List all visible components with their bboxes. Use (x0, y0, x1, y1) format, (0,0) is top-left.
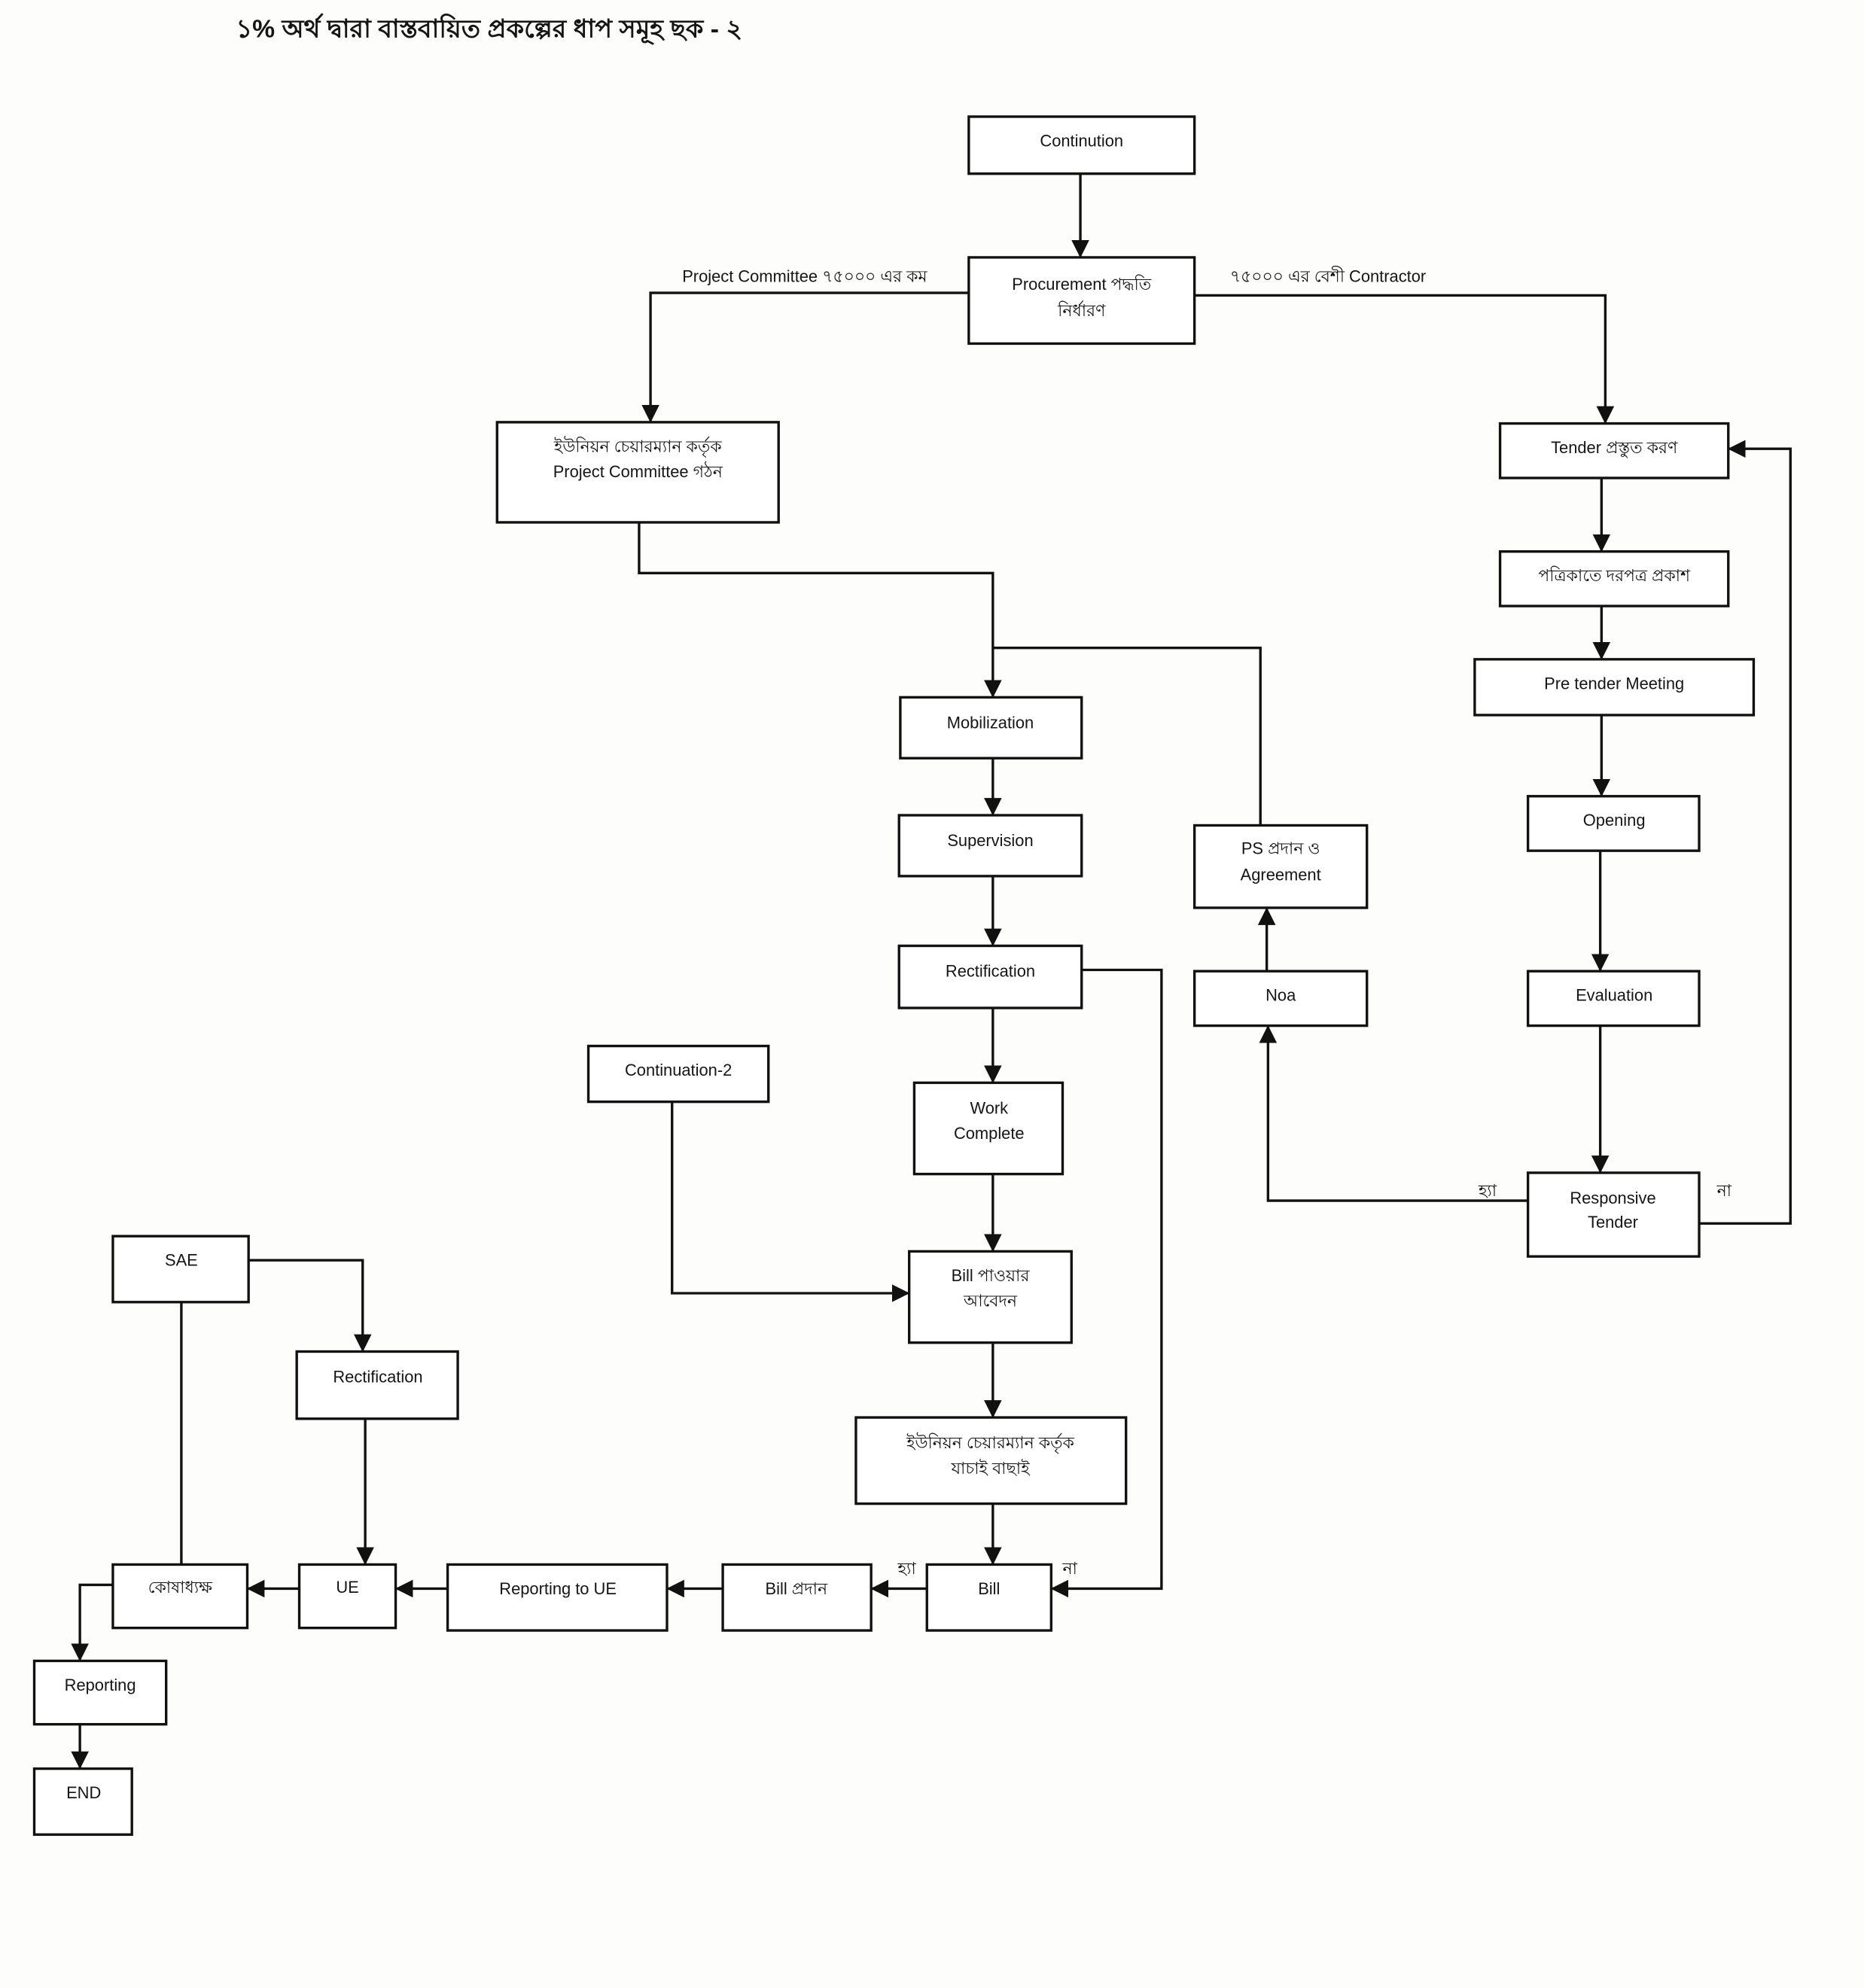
edge-rectification-bill (1050, 968, 1163, 1598)
svg-text:Work: Work (970, 1099, 1008, 1118)
edge-procurement-pc (641, 291, 969, 423)
svg-text:Supervision: Supervision (947, 831, 1033, 850)
node-tender-prep: Tender প্রস্তুত করণ (1498, 422, 1730, 479)
svg-text:Continution: Continution (1040, 131, 1123, 150)
node-rectification2: Rectification (295, 1350, 459, 1420)
node-newspaper: পত্রিকাতে দরপত্র প্রকাশ (1498, 550, 1730, 607)
svg-text:Rectification: Rectification (333, 1368, 422, 1387)
node-bill-application: Bill পাওয়ার আবেদন (907, 1250, 1073, 1344)
node-ps-agreement: PS প্রদান ও Agreement (1192, 824, 1369, 909)
svg-text:PS প্রদান ও: PS প্রদান ও (1241, 839, 1320, 857)
node-chairman-check: ইউনিয়ন চেয়ারম্যান কর্তৃক যাচাই বাছাই (854, 1416, 1128, 1505)
svg-text:Tender প্রস্তুত করণ: Tender প্রস্তুত করণ (1551, 438, 1678, 458)
edge-continuation2-billapp (671, 1101, 910, 1302)
svg-text:Evaluation: Evaluation (1576, 986, 1652, 1005)
edge-ps-mobilization (992, 646, 1262, 826)
svg-text:SAE: SAE (165, 1251, 198, 1270)
node-evaluation: Evaluation (1526, 970, 1701, 1027)
node-noa: Noa (1192, 970, 1369, 1027)
svg-text:Reporting: Reporting (65, 1676, 136, 1694)
edge-sae-rectification2 (248, 1259, 372, 1353)
svg-text:যাচাই বাছাই: যাচাই বাছাই (950, 1459, 1031, 1478)
edge-label-left-branch: Project Committee ৭৫০০০ এর কম (682, 267, 927, 286)
edge-treasurer-reporting (71, 1583, 113, 1662)
svg-text:ইউনিয়ন চেয়ারম্যান কর্তৃক: ইউনিয়ন চেয়ারম্যান কর্তৃক (906, 1432, 1074, 1454)
node-procurement: Procurement পদ্ধতি নির্ধারণ (967, 256, 1196, 346)
svg-text:Bill প্রদান: Bill প্রদান (766, 1579, 828, 1598)
svg-text:Bill: Bill (978, 1579, 1000, 1598)
node-opening: Opening (1526, 795, 1701, 852)
svg-text:Responsive: Responsive (1570, 1189, 1655, 1207)
node-reporting: Reporting (32, 1659, 168, 1726)
node-pre-tender: Pre tender Meeting (1473, 658, 1756, 717)
edge-label-bill-no: না (1061, 1559, 1077, 1578)
svg-text:Agreement: Agreement (1241, 866, 1321, 884)
edge-responsive-no-tender (1699, 440, 1792, 1225)
svg-text:Continuation-2: Continuation-2 (625, 1061, 732, 1079)
node-bill-payment: Bill প্রদান (721, 1563, 873, 1632)
page-title: ১% অর্থ দ্বারা বাস্তবায়িত প্রকল্পের ধাপ… (236, 12, 742, 45)
node-bill: Bill (925, 1563, 1053, 1632)
svg-text:Mobilization: Mobilization (947, 714, 1034, 732)
node-rectification: Rectification (897, 944, 1083, 1009)
svg-text:Rectification: Rectification (946, 962, 1035, 981)
svg-text:আবেদন: আবেদন (963, 1292, 1018, 1311)
svg-text:Opening: Opening (1583, 811, 1646, 830)
node-end: END (32, 1767, 133, 1836)
node-ue: UE (297, 1563, 397, 1630)
svg-text:Noa: Noa (1266, 986, 1296, 1005)
svg-text:ইউনিয়ন চেয়ারম্যান কর্তৃক: ইউনিয়ন চেয়ারম্যান কর্তৃক (553, 436, 722, 457)
svg-text:Project Committee গঠন: Project Committee গঠন (553, 461, 723, 481)
edge-responsive-yes-noa (1259, 1024, 1528, 1202)
svg-text:কোষাধ্যক্ষ: কোষাধ্যক্ষ (148, 1578, 214, 1597)
svg-text:Pre tender Meeting: Pre tender Meeting (1544, 674, 1684, 693)
svg-text:Reporting to UE: Reporting to UE (499, 1579, 617, 1598)
edge-label-responsive-yes: হ্যা (1478, 1181, 1497, 1200)
svg-text:Tender: Tender (1588, 1213, 1638, 1231)
node-reporting-ue: Reporting to UE (446, 1563, 669, 1632)
node-pc-formation: ইউনিয়ন চেয়ারম্যান কর্তৃক Project Commit… (495, 421, 780, 524)
edge-label-responsive-no: না (1716, 1181, 1732, 1200)
svg-text:Complete: Complete (954, 1124, 1025, 1143)
edges (71, 173, 1792, 1770)
edge-procurement-tender (1194, 294, 1615, 425)
node-sae: SAE (111, 1235, 250, 1304)
svg-text:END: END (66, 1783, 101, 1802)
edge-label-bill-yes: হ্যা (897, 1559, 917, 1578)
edge-pc-mobilization (638, 522, 1002, 699)
node-treasurer: কোষাধ্যক্ষ (111, 1563, 249, 1630)
svg-text:UE: UE (336, 1578, 358, 1597)
node-continuation2: Continuation-2 (586, 1044, 770, 1104)
svg-text:নির্ধারণ: নির্ধারণ (1057, 300, 1106, 320)
node-supervision: Supervision (897, 814, 1083, 878)
node-continution: Continution (967, 115, 1196, 175)
edge-label-right-branch: ৭৫০০০ এর বেশী Contractor (1230, 266, 1426, 286)
node-mobilization: Mobilization (899, 696, 1083, 760)
svg-text:Bill পাওয়ার: Bill পাওয়ার (952, 1266, 1031, 1285)
svg-text:পত্রিকাতে দরপত্র প্রকাশ: পত্রিকাতে দরপত্র প্রকাশ (1538, 566, 1691, 585)
svg-text:Procurement পদ্ধতি: Procurement পদ্ধতি (1012, 275, 1151, 294)
